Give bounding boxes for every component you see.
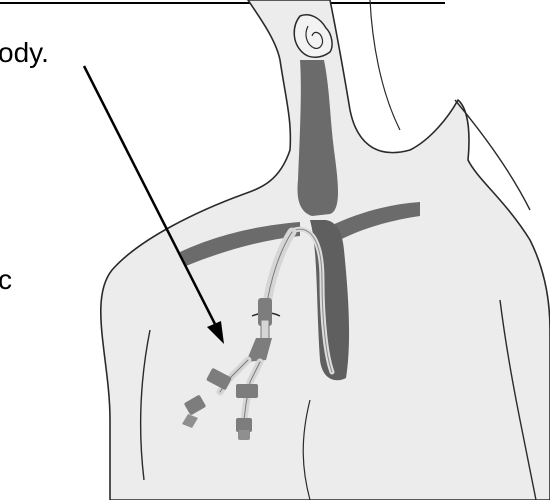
caption-fragment-top: ody.: [0, 39, 49, 67]
right-lumen-clamp: [236, 384, 258, 398]
catheter-shaft: [261, 320, 269, 340]
neck-contour: [370, 0, 400, 130]
caption-fragment-middle: c: [0, 266, 12, 294]
right-lumen-connector: [236, 418, 252, 432]
right-lumen-tip: [238, 430, 250, 440]
